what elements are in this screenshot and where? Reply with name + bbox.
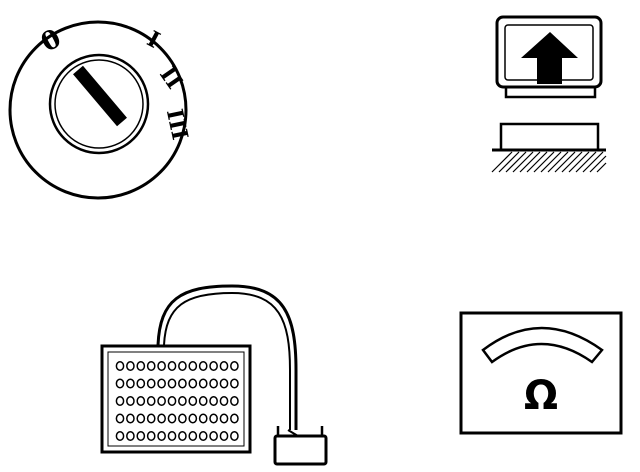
key-cap-skirt	[504, 87, 597, 99]
socket-hole	[167, 431, 177, 441]
socket-hole	[136, 361, 146, 371]
socket-hole	[157, 431, 166, 441]
socket-hole	[178, 431, 187, 441]
socket-hole	[198, 413, 208, 424]
socket-hole	[126, 378, 135, 389]
socket-hole	[230, 396, 239, 406]
socket-hole	[178, 361, 187, 371]
up-arrow-key-icon	[491, 15, 607, 173]
socket-hole	[178, 396, 187, 406]
ohm-symbol: Ω	[524, 373, 558, 419]
socket-hole	[219, 413, 229, 424]
socket-hole	[146, 378, 156, 389]
socket-hole	[198, 361, 208, 371]
socket-hole	[230, 431, 239, 441]
socket-hole	[146, 396, 156, 406]
socket-hole	[126, 431, 135, 441]
position-label-3: III	[161, 107, 193, 143]
socket-hole	[115, 431, 125, 441]
socket-hole	[209, 431, 218, 441]
switch-inner-ring-2	[54, 59, 144, 149]
socket-hole	[167, 378, 177, 389]
socket-hole	[146, 361, 156, 371]
socket-hole	[115, 413, 125, 424]
socket-hole	[188, 413, 198, 424]
socket-grid	[115, 361, 239, 441]
socket-hole	[230, 361, 239, 371]
socket-hole	[178, 413, 187, 424]
key-base	[499, 122, 600, 152]
socket-hole	[209, 413, 218, 424]
socket-hole	[209, 396, 218, 406]
socket-hole	[157, 396, 166, 406]
socket-hole	[219, 431, 229, 441]
socket-hole	[188, 361, 198, 371]
meter-scale-arc	[481, 326, 604, 364]
socket-hole	[219, 361, 229, 371]
socket-hole	[188, 396, 198, 406]
socket-hole	[188, 431, 198, 441]
socket-hole	[230, 378, 239, 389]
socket-hole	[198, 378, 208, 389]
socket-hole	[146, 413, 156, 424]
socket-hole	[219, 396, 229, 406]
key-slot	[73, 65, 127, 127]
connector-plug	[273, 434, 328, 466]
socket-hole	[115, 396, 125, 406]
plug-strain-relief	[287, 429, 299, 437]
test-adapter-box-icon	[100, 284, 328, 466]
socket-hole	[167, 396, 177, 406]
socket-hole	[136, 431, 146, 441]
socket-hole	[115, 378, 125, 389]
socket-hole	[136, 413, 146, 424]
socket-hole	[157, 413, 166, 424]
socket-hole	[157, 361, 166, 371]
socket-hole	[136, 378, 146, 389]
socket-hole	[188, 378, 198, 389]
socket-hole	[136, 396, 146, 406]
socket-hole	[167, 413, 177, 424]
ignition-switch-icon: 0 I II III	[8, 20, 193, 200]
socket-hole	[157, 378, 166, 389]
adapter-cable	[156, 284, 298, 430]
socket-hole	[209, 378, 218, 389]
plug-latches	[276, 426, 324, 436]
adapter-box-face	[107, 351, 245, 447]
socket-hole	[198, 396, 208, 406]
adapter-cable-inner	[163, 291, 291, 430]
key-base-hatching	[491, 151, 607, 173]
socket-hole	[126, 413, 135, 424]
socket-hole	[198, 431, 208, 441]
ohmmeter-icon: Ω	[459, 311, 623, 435]
socket-hole	[126, 361, 135, 371]
socket-hole	[178, 378, 187, 389]
socket-hole	[209, 361, 218, 371]
socket-hole	[167, 361, 177, 371]
socket-hole	[146, 431, 156, 441]
socket-hole	[219, 378, 229, 389]
socket-hole	[230, 413, 239, 424]
socket-hole	[115, 361, 125, 371]
socket-hole	[126, 396, 135, 406]
up-arrow-icon	[521, 32, 578, 84]
